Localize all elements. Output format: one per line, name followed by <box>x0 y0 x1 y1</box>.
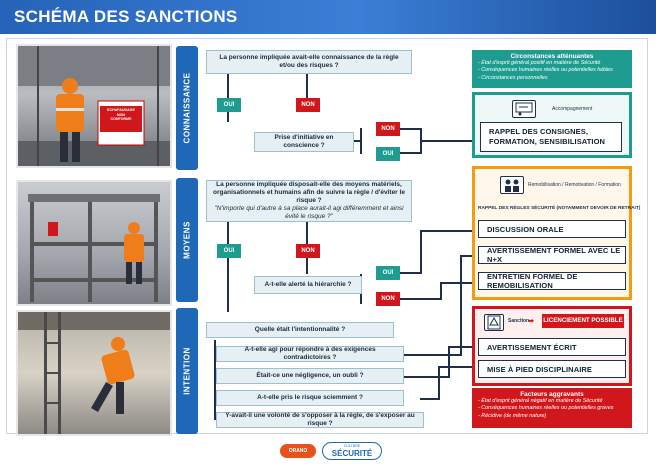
connector <box>400 272 420 274</box>
connector <box>360 128 362 154</box>
support-action: RAPPEL DES CONSIGNES, FORMATION, SENSIBI… <box>480 122 622 152</box>
photo-worker-scaffold-sign: ECHAFAUDAGE NON CONFORME <box>16 44 172 168</box>
question-contradictory: A-t-elle agi pour répondre à des exigenc… <box>216 346 404 362</box>
section-tab-means: MOYENS <box>176 178 198 302</box>
answer-no: NON <box>296 98 320 112</box>
sign-line-3: CONFORME <box>110 117 132 122</box>
rule-reminder: RAPPEL DES RÈGLES SÉCURITÉ (NOTAMMENT DE… <box>478 206 641 211</box>
sign-line-1: ECHAFAUDAGE <box>107 108 135 112</box>
mitigating-item: - Conséquences humaines réelles ou poten… <box>478 67 613 74</box>
connector <box>448 346 450 378</box>
photo-worker-scaffold <box>16 180 172 306</box>
connector <box>420 140 472 142</box>
question-deliberate-risk: A-t-elle pris le risque sciemment ? <box>216 390 404 406</box>
connector <box>214 340 216 420</box>
photo-worker-climbing <box>16 310 172 436</box>
sanction-label: Sanction <box>508 318 530 324</box>
mitigating-item: - Circonstances personnelles <box>478 74 548 81</box>
worker-illustration-3 <box>18 312 170 434</box>
connector <box>400 298 440 300</box>
answer-yes: OUI <box>217 244 241 258</box>
action-remobilisation-interview: ENTRETIEN FORMEL DE REMOBILISATION <box>478 272 626 290</box>
arrow-right-icon: ➡ <box>528 318 534 325</box>
remobilisation-label: Remobilisation / Remotivation / Formatio… <box>528 182 621 188</box>
question-negligence: Était-ce une négligence, un oubli ? <box>216 368 404 384</box>
orano-logo: ORANO <box>280 444 316 458</box>
answer-no: NON <box>376 122 400 136</box>
people-icon <box>500 176 524 194</box>
aggravating-panel: Facteurs aggravants - État d'esprit géné… <box>472 388 632 428</box>
aggravating-item: - Récidive (de même nature) <box>478 412 547 419</box>
answer-no: NON <box>376 292 400 306</box>
connector <box>420 230 422 274</box>
connector <box>420 230 480 232</box>
connector <box>400 152 420 154</box>
connector <box>440 282 442 300</box>
worker-illustration-1 <box>18 46 170 166</box>
action-formal-warning: AVERTISSEMENT FORMEL AVEC LE N+X <box>478 246 626 264</box>
question-intent: Quelle était l'intentionnalité ? <box>206 322 394 338</box>
aggravating-title: Facteurs aggravants <box>520 391 584 398</box>
connector <box>306 68 308 108</box>
connector <box>400 354 462 356</box>
connector <box>400 128 420 130</box>
action-oral-discussion: DISCUSSION ORALE <box>478 220 626 238</box>
connector <box>227 222 229 312</box>
question-means: La personne impliquée disposait-elle des… <box>206 180 412 222</box>
question-initiative: Prise d'initiative en conscience ? <box>254 132 354 152</box>
question-alert: A-t-elle alerté la hiérarchie ? <box>254 276 362 294</box>
section-tab-intent: INTENTION <box>176 308 198 434</box>
sign-line-2: NON <box>117 112 125 117</box>
mitigating-item: - État d'esprit général positif en matiè… <box>478 60 601 66</box>
aggravating-item: - État d'esprit général négatif en matiè… <box>478 398 603 404</box>
dismissal-possible-badge: LICENCIEMENT POSSIBLE <box>542 314 624 328</box>
action-written-warning: AVERTISSEMENT ÉCRIT <box>478 338 626 356</box>
connector <box>460 255 462 355</box>
section-tab-knowledge: CONNAISSANCE <box>176 46 198 170</box>
connector <box>438 366 478 368</box>
footer: ORANO CULTURE SÉCURITÉ <box>0 436 656 464</box>
connector <box>460 255 480 257</box>
answer-yes: OUI <box>376 266 400 280</box>
answer-yes: OUI <box>217 98 241 112</box>
connector <box>400 376 450 378</box>
connector <box>420 398 440 400</box>
mitigating-title: Circonstances atténuantes <box>510 53 594 60</box>
title-bar: SCHÉMA DES SANCTIONS <box>0 0 656 34</box>
action-suspension: MISE À PIED DISCIPLINAIRE <box>478 360 626 378</box>
connector <box>438 366 440 400</box>
question-knowledge: La personne impliquée avait-elle connais… <box>206 50 412 74</box>
answer-no: NON <box>296 244 320 258</box>
training-icon <box>512 100 536 118</box>
worker-illustration-2 <box>28 194 160 302</box>
connector <box>227 68 229 122</box>
support-label: Accompagnement <box>552 106 593 112</box>
answer-yes: OUI <box>376 147 400 161</box>
culture-securite-badge: CULTURE SÉCURITÉ <box>322 442 382 460</box>
aggravating-item: - Conséquences humaines réelles ou poten… <box>478 405 614 412</box>
mitigating-panel: Circonstances atténuantes - État d'espri… <box>472 50 632 88</box>
connector <box>448 346 478 348</box>
question-oppose-rule: Y-avait-il une volonté de s'opposer à la… <box>216 412 424 428</box>
page-title: SCHÉMA DES SANCTIONS <box>14 7 238 26</box>
warning-document-icon <box>484 314 504 331</box>
